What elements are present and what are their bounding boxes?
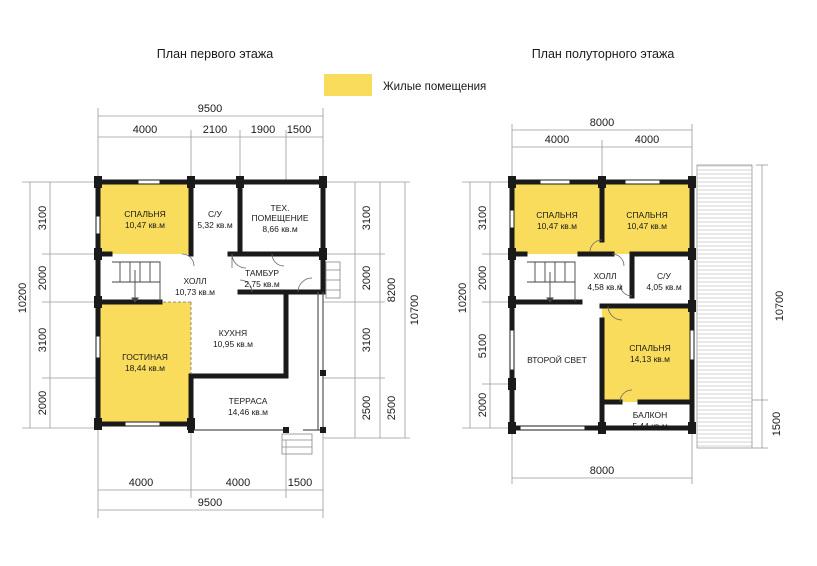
plan1-terrace-area: 14,46 кв.м [228,407,268,417]
plan1-dim-top-seg4: 1500 [287,124,311,136]
plan2-bath-name: С/У [657,271,672,281]
plan1-dim-left-total: 10200 [17,283,29,314]
plan2-bedroom3-fill [602,306,692,402]
plan1-tech-name1: ТЕХ. [271,203,290,213]
plan1-dim-bottom-seg2: 4000 [226,477,250,489]
plan2-dim-left-seg1: 3100 [477,206,489,230]
plan1-dim-top-seg2: 2100 [203,124,227,136]
plan1-door-swings [181,253,313,293]
plan2-roof-slope [696,164,753,449]
plan1-dim-top-seg3: 1900 [251,124,275,136]
plan1-bedroom-fill [98,182,191,254]
plan1-kitchen-area: 10,95 кв.м [213,339,253,349]
half-floor-title: План полуторного этажа [532,47,675,61]
plan1-hall-name: ХОЛЛ [183,276,206,286]
legend-swatch [324,74,372,96]
plan2-bedroom2-fill [602,182,692,254]
plan2-dim-left-seg4: 2000 [477,393,489,417]
plan1-terrace-posts [188,370,326,433]
plan1-dimension-lines [22,108,410,518]
plan1-hall-area: 10,73 кв.м [175,287,215,297]
plan1-kitchen-name: КУХНЯ [219,328,247,338]
plan1-windows [95,179,161,427]
plan2-bath-area: 4,05 кв.м [646,282,682,292]
plan2-door-swings [589,239,633,403]
plan1-dim-bottom-seg1: 4000 [129,477,153,489]
plan1-bedroom-name: СПАЛЬНЯ [124,209,166,219]
plan1-dim-bottom-total: 9500 [198,497,222,509]
plan1-terrace-name: ТЕРРАСА [229,396,268,406]
plan2-bedroom2-name: СПАЛЬНЯ [626,210,668,220]
plan1-living-room-fill [98,302,191,424]
plan1-bath-area: 5,32 кв.м [197,220,233,230]
plan1-dim-left-seg3: 3100 [37,328,49,352]
plan1-bedroom-area: 10,47 кв.м [125,220,165,230]
plan2-balcony-name: БАЛКОН [633,410,667,420]
plan2-hall-name: ХОЛЛ [593,271,616,281]
legend-label: Жилые помещения [383,81,486,93]
plan2-bedroom1-area: 10,47 кв.м [537,221,577,231]
plan1-dim-left-seg2: 2000 [37,266,49,290]
plan2-second-light: ВТОРОЙ СВЕТ [527,354,587,365]
plan1-terrace-railing [191,292,324,431]
plan1-vestibule-area: 2,75 кв.м [244,279,280,289]
plan1-entrance-steps [281,433,313,455]
plan2-dim-top-seg2: 4000 [635,134,659,146]
plan2-log-ends [508,176,696,434]
plan2-windows [509,179,695,431]
plan1-dim-top-total: 9500 [198,103,222,115]
plan2-walls [509,179,695,431]
plan1-dim-right-total: 10700 [409,295,421,326]
plan1-dim-right-seg3: 3100 [361,328,373,352]
plan1-walls [95,179,326,427]
plan1-dim-right-seg5: 2500 [386,396,398,420]
plan2-dim-left-total: 10200 [457,283,469,314]
plan2-dim-top-seg1: 4000 [545,134,569,146]
plan2-dim-left-seg2: 2000 [477,266,489,290]
plan2-dim-left-seg3: 5100 [477,334,489,358]
plan1-staircase [112,261,161,303]
plan1-tech-area: 8,66 кв.м [262,224,298,234]
plan1-dim-right-mid: 8200 [386,278,398,302]
plan1-dim-left-seg4: 2000 [37,391,49,415]
plan2-dim-top-total: 8000 [590,117,614,129]
plan2-bedroom1-name: СПАЛЬНЯ [536,210,578,220]
plan2-dim-right-seg: 1500 [771,412,783,436]
plan1-log-ends [94,176,327,430]
half-floor-plan: 8000 4000 4000 8000 10200 3100 2000 5100… [457,117,786,484]
plan1-living-name: ГОСТИНАЯ [122,352,168,362]
plan1-dim-top-seg1: 4000 [133,124,157,136]
plan1-side-steps [325,261,341,299]
plan2-balcony-area: 5,44 кв.м [632,421,668,431]
plan1-dim-right-seg1: 3100 [361,206,373,230]
first-floor-plan: 9500 4000 2100 1900 1500 4000 4000 1500 … [17,103,421,518]
plan2-bedroom3-area: 14,13 кв.м [630,354,670,364]
plan1-bath-name: С/У [208,209,223,219]
plan1-dim-bottom-seg3: 1500 [288,477,312,489]
plan2-dim-right-total: 10700 [774,291,786,322]
plan2-bedroom3-name: СПАЛЬНЯ [629,343,671,353]
plan2-dim-bottom-total: 8000 [590,465,614,477]
first-floor-title: План первого этажа [157,47,273,61]
plan1-vestibule-name: ТАМБУР [245,268,279,278]
plan1-dim-right-seg2: 2000 [361,266,373,290]
plan1-tech-name2: ПОМЕЩЕНИЕ [251,213,308,223]
plan2-staircase [527,261,576,303]
plan2-dimension-lines [462,124,768,484]
plan1-dim-left-seg1: 3100 [37,206,49,230]
plan2-hall-area: 4,58 кв.м [587,282,623,292]
plan1-living-area: 18,44 кв.м [125,363,165,373]
plan1-dim-right-seg4: 2500 [361,396,373,420]
plan2-bedroom2-area: 10,47 кв.м [627,221,667,231]
plan2-bedroom1-fill [512,182,602,254]
